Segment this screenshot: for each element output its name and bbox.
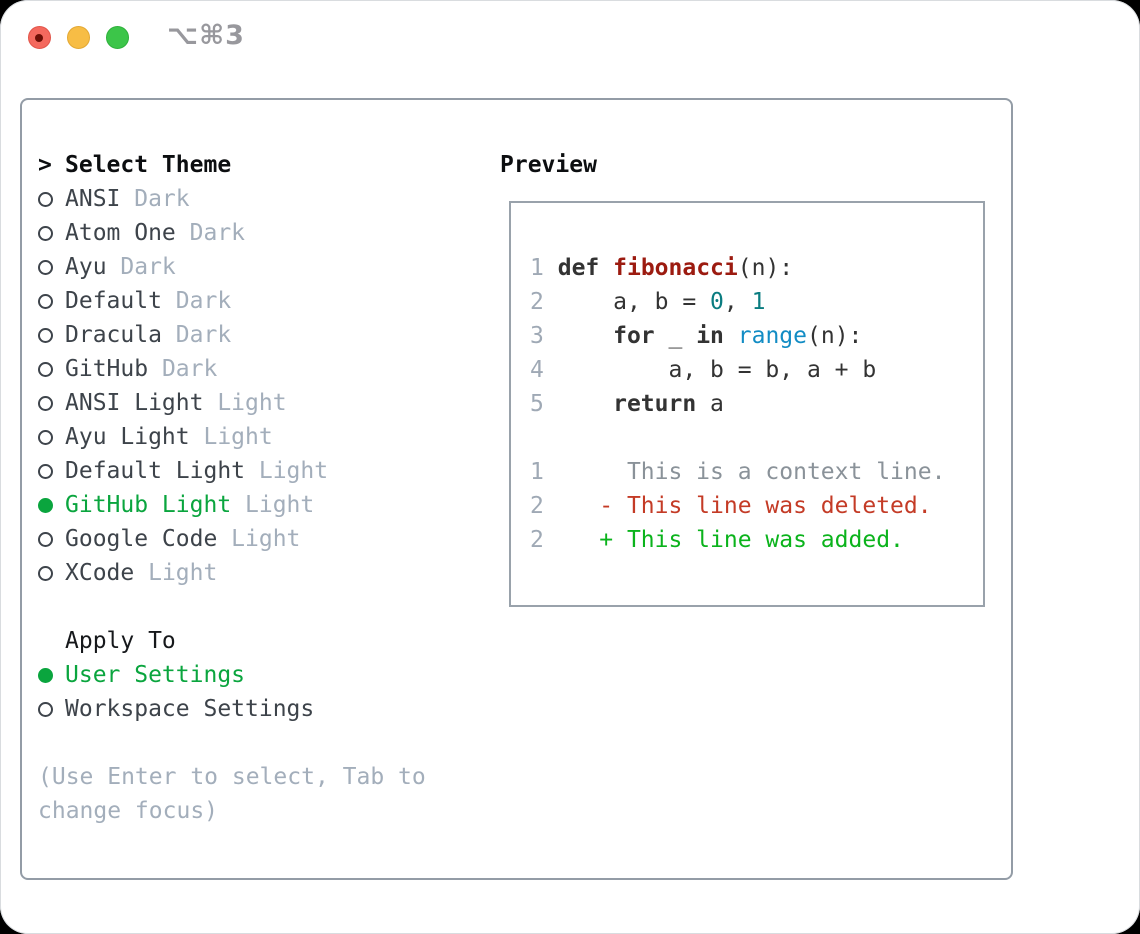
- number-token: 1: [751, 289, 766, 315]
- builtin-token: range: [737, 323, 808, 349]
- apply-option-user-settings[interactable]: User Settings: [38, 658, 478, 692]
- theme-variant: Dark: [175, 322, 232, 348]
- radio-unselected-icon: [38, 259, 53, 275]
- minimize-button-icon[interactable]: [67, 26, 90, 49]
- theme-list: > Select Theme ANSI Dark Atom One Dark A…: [38, 148, 478, 828]
- select-theme-label: Select Theme: [65, 152, 232, 178]
- theme-variant: Dark: [134, 186, 190, 212]
- window-title: ⌥⌘3: [167, 20, 245, 51]
- radio-unselected-icon: [38, 361, 53, 377]
- theme-name: ANSI Light: [65, 390, 204, 416]
- theme-variant: Dark: [120, 254, 176, 280]
- line-number: 2: [530, 527, 544, 553]
- radio-selected-icon: [38, 667, 53, 683]
- titlebar: [28, 26, 129, 49]
- radio-unselected-icon: [38, 225, 53, 241]
- code-sample: 1 def fibonacci(n): 2 a, b = 0, 1 3 for …: [511, 203, 983, 557]
- theme-name: Ayu Light: [65, 424, 190, 450]
- code-line: 5 return a: [530, 391, 724, 417]
- spacer: [38, 590, 478, 624]
- keyword-token: for: [613, 323, 655, 349]
- line-number: 2: [530, 289, 544, 315]
- theme-option-ayu-dark[interactable]: Ayu Dark: [38, 250, 478, 284]
- theme-variant: Light: [245, 492, 315, 518]
- select-theme-heading: > Select Theme: [38, 148, 478, 182]
- keyword-token: in: [696, 323, 724, 349]
- theme-name: Dracula: [65, 322, 162, 348]
- theme-variant: Light: [203, 424, 273, 450]
- diff-deleted-line: 2 - This line was deleted.: [530, 493, 932, 519]
- hint-line: change focus): [38, 798, 219, 824]
- theme-option-ansi-dark[interactable]: ANSI Dark: [38, 182, 478, 216]
- line-number: 5: [530, 391, 544, 417]
- radio-unselected-icon: [38, 531, 53, 547]
- apply-option-label: Workspace Settings: [65, 696, 315, 722]
- theme-name: Atom One: [65, 220, 176, 246]
- theme-name: GitHub: [65, 356, 149, 382]
- theme-name: GitHub Light: [65, 492, 232, 518]
- theme-variant: Light: [258, 458, 329, 484]
- theme-variant: Light: [231, 526, 301, 552]
- preview-box: 1 def fibonacci(n): 2 a, b = 0, 1 3 for …: [509, 201, 985, 607]
- keyword-token: return: [613, 391, 697, 417]
- line-number: 1: [530, 255, 544, 281]
- radio-unselected-icon: [38, 463, 53, 479]
- theme-option-ayu-light[interactable]: Ayu Light Light: [38, 420, 478, 454]
- theme-option-github-dark[interactable]: GitHub Dark: [38, 352, 478, 386]
- radio-unselected-icon: [38, 429, 53, 445]
- theme-name: Google Code: [65, 526, 218, 552]
- code-line: 2 a, b = 0, 1: [530, 289, 766, 315]
- blank-line: [530, 421, 983, 455]
- theme-name: Default: [65, 288, 162, 314]
- theme-variant: Light: [217, 390, 287, 416]
- radio-unselected-icon: [38, 293, 53, 309]
- theme-option-github-light[interactable]: GitHub Light Light: [38, 488, 478, 522]
- theme-option-xcode[interactable]: XCode Light: [38, 556, 478, 590]
- diff-added-line: 2 + This line was added.: [530, 527, 904, 553]
- preview-heading: Preview: [500, 152, 597, 178]
- code-line: 1 def fibonacci(n):: [530, 255, 794, 281]
- theme-variant: Dark: [175, 288, 232, 314]
- theme-variant: Dark: [189, 220, 246, 246]
- theme-variant: Light: [148, 560, 218, 586]
- apply-option-workspace-settings[interactable]: Workspace Settings: [38, 692, 478, 726]
- radio-unselected-icon: [38, 565, 53, 581]
- theme-option-default-dark[interactable]: Default Dark: [38, 284, 478, 318]
- theme-option-atom-one-dark[interactable]: Atom One Dark: [38, 216, 478, 250]
- theme-name: ANSI: [65, 186, 121, 212]
- cursor-icon: >: [38, 152, 52, 178]
- hint-line: (Use Enter to select, Tab to: [38, 764, 426, 790]
- theme-option-google-code[interactable]: Google Code Light: [38, 522, 478, 556]
- theme-variant: Dark: [161, 356, 218, 382]
- theme-option-ansi-light[interactable]: ANSI Light Light: [38, 386, 478, 420]
- theme-option-default-light[interactable]: Default Light Light: [38, 454, 478, 488]
- theme-name: XCode: [65, 560, 135, 586]
- keyword-token: def: [557, 255, 600, 281]
- number-token: 0: [710, 289, 724, 315]
- code-line: 3 for _ in range(n):: [530, 323, 863, 349]
- apply-to-heading: Apply To: [38, 624, 478, 658]
- line-number: 3: [530, 323, 544, 349]
- theme-option-dracula-dark[interactable]: Dracula Dark: [38, 318, 478, 352]
- radio-selected-icon: [38, 497, 53, 513]
- spacer: [38, 726, 478, 760]
- radio-unselected-icon: [38, 395, 53, 411]
- close-button-icon[interactable]: [28, 26, 51, 49]
- line-number: 4: [530, 357, 544, 383]
- zoom-button-icon[interactable]: [106, 26, 129, 49]
- diff-context-line: 1 This is a context line.: [530, 459, 946, 485]
- code-line: 4 a, b = b, a + b: [530, 357, 877, 383]
- line-number: 2: [530, 493, 544, 519]
- radio-unselected-icon: [38, 191, 53, 207]
- radio-unselected-icon: [38, 327, 53, 343]
- radio-unselected-icon: [38, 701, 53, 717]
- theme-name: Ayu: [65, 254, 107, 280]
- line-number: 1: [530, 459, 544, 485]
- apply-option-label: User Settings: [65, 662, 246, 688]
- function-name-token: fibonacci: [613, 255, 738, 281]
- theme-name: Default Light: [65, 458, 246, 484]
- apply-to-label: Apply To: [65, 628, 176, 654]
- theme-picker-panel: > Select Theme ANSI Dark Atom One Dark A…: [20, 98, 1013, 880]
